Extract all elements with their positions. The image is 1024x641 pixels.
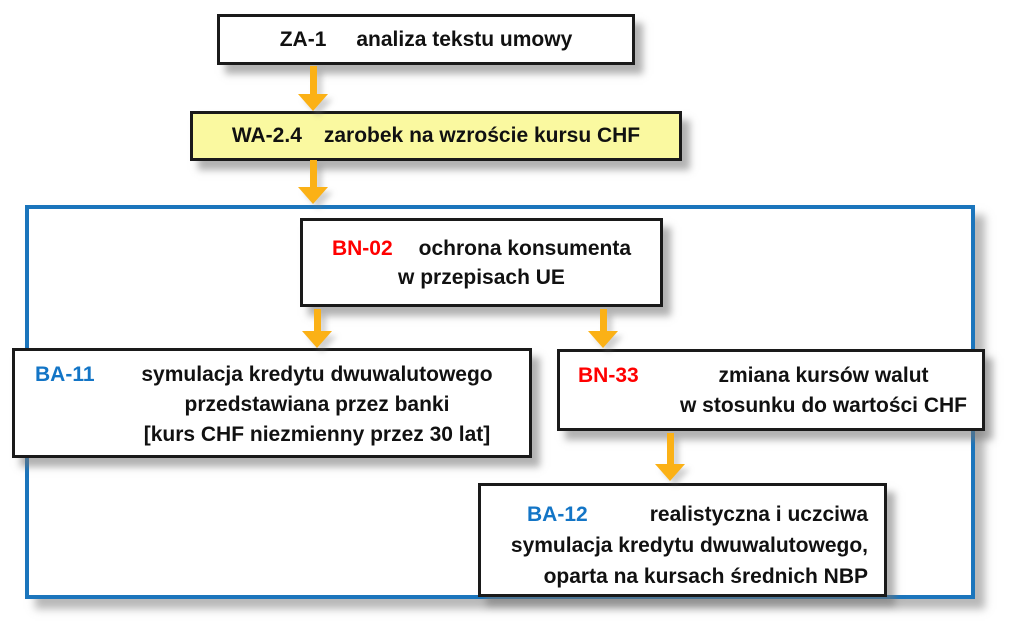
- arrow-head: [298, 94, 328, 111]
- node-code: BN-02: [331, 237, 393, 260]
- node-ba11: BA-11 symulacja kredytu dwuwalutowego pr…: [12, 348, 532, 458]
- node-code: ZA-1: [279, 27, 327, 51]
- node-line: WA-2.4 zarobek na wzroście kursu CHF: [193, 114, 679, 158]
- arrow-head: [298, 187, 328, 204]
- arrow-stem: [599, 309, 607, 332]
- node-code: BA-12: [527, 503, 588, 526]
- node-bn02: BN-02 ochrona konsumenta w przepisach UE: [300, 218, 663, 307]
- node-label: przedstawiana przez banki: [184, 393, 450, 416]
- node-label: analiza tekstu umowy: [356, 27, 573, 51]
- node-label: w przepisach UE: [398, 266, 565, 289]
- node-label: oparta na kursach średnich NBP: [543, 565, 868, 588]
- arrow-head: [302, 331, 332, 348]
- arrow-stem: [313, 309, 321, 332]
- node-label: zarobek na wzroście kursu CHF: [323, 124, 641, 147]
- node-label: symulacja kredytu dwuwalutowego,: [510, 534, 868, 557]
- arrow-za1-to-wa24: [298, 66, 328, 111]
- node-code: BN-33: [578, 364, 639, 387]
- node-line: BN-02 ochrona konsumenta: [303, 234, 660, 263]
- node-text-block: symulacja kredytu dwuwalutowego przedsta…: [105, 351, 529, 450]
- node-label: ochrona konsumenta: [418, 237, 632, 260]
- arrow-head: [588, 331, 618, 348]
- arrow-bn02-to-bn33: [588, 309, 618, 348]
- node-line: BA-12 realistyczna i uczciwa: [491, 499, 868, 530]
- node-za1: ZA-1 analiza tekstu umowy: [217, 14, 635, 65]
- node-label: symulacja kredytu dwuwalutowego: [141, 363, 493, 386]
- arrow-bn33-to-ba12: [655, 433, 685, 481]
- arrow-bn02-to-ba11: [302, 309, 332, 348]
- arrow-stem: [666, 433, 674, 465]
- node-wa24: WA-2.4 zarobek na wzroście kursu CHF: [190, 111, 682, 161]
- node-text-block: zmiana kursów walut w stosunku do wartoś…: [665, 352, 982, 421]
- node-bn33: BN-33 zmiana kursów walut w stosunku do …: [557, 349, 985, 431]
- arrow-head: [655, 464, 685, 481]
- node-code: BA-11: [35, 363, 95, 386]
- arrow-stem: [309, 66, 317, 95]
- node-line: ZA-1 analiza tekstu umowy: [220, 17, 632, 62]
- node-code: WA-2.4: [231, 124, 302, 147]
- node-label: [kurs CHF niezmienny przez 30 lat]: [143, 423, 491, 446]
- node-label: w stosunku do wartości CHF: [679, 394, 968, 417]
- node-ba12: BA-12 realistyczna i uczciwa symulacja k…: [478, 483, 887, 597]
- node-label: zmiana kursów walut: [718, 364, 929, 387]
- arrow-wa24-to-bn02: [298, 160, 328, 204]
- node-label: realistyczna i uczciwa: [649, 503, 868, 526]
- arrow-stem: [309, 160, 317, 188]
